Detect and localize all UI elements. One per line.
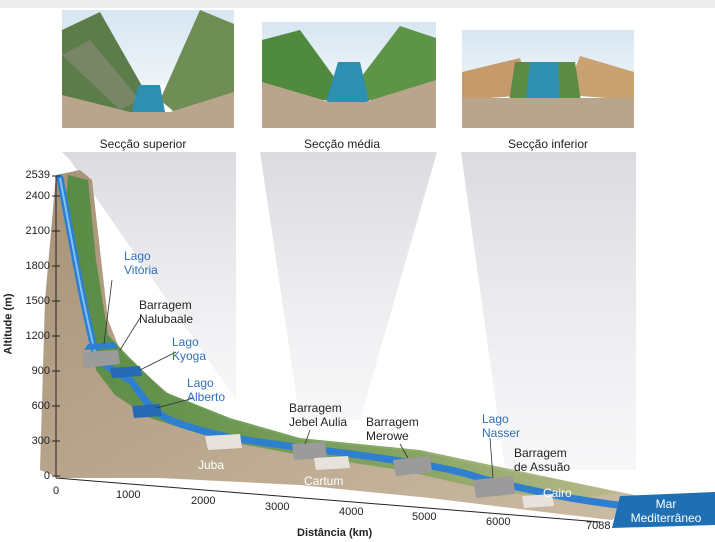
dam-merowe [393, 456, 432, 476]
y-tick-label: 600 [31, 400, 50, 412]
y-tick-label: 2100 [25, 225, 50, 237]
x-tick-label: 5000 [412, 511, 437, 523]
city-cartum: Cartum [304, 474, 344, 488]
beam-middle [260, 152, 437, 420]
section-upper-label: Secção superior [99, 137, 187, 151]
lake-kyoga-block [110, 366, 142, 378]
y-tick-label: 900 [31, 365, 50, 377]
x-tick-label: 4000 [339, 506, 364, 518]
terrain-body [40, 170, 640, 520]
x-axis-title: Distância (km) [297, 527, 373, 539]
sea [612, 492, 715, 528]
y-tick-label: 300 [31, 435, 50, 447]
dam-assuao [473, 476, 515, 498]
section-middle-label: Secção média [303, 137, 381, 151]
x-tick-label: 2000 [191, 495, 216, 507]
city-juba: Juba [198, 458, 225, 472]
cartum-block [314, 456, 350, 470]
x-tick-label: 3000 [265, 501, 290, 513]
y-tick-label: 1800 [25, 260, 50, 272]
section-lower-label: Secção inferior [507, 137, 589, 151]
lower-section-block [462, 30, 634, 128]
x-tick-label: 1000 [116, 489, 141, 501]
city-cairo: Cairo [543, 486, 572, 500]
beam-lower [461, 152, 636, 470]
y-tick-label: 1200 [25, 330, 50, 342]
upper-section-block [62, 10, 234, 128]
x-tick-label: 7088 [586, 520, 611, 532]
x-tick-label: 6000 [486, 516, 511, 528]
beam-upper [62, 152, 236, 400]
lake-alberto-block [132, 404, 162, 418]
dam-jebel-aulia [292, 442, 327, 460]
valley-vegetation [66, 175, 620, 500]
y-axis-title: Altitude (m) [2, 293, 15, 355]
dam-nalubaale [82, 342, 120, 368]
x-tick-label: 0 [53, 485, 60, 497]
juba-block [205, 434, 242, 450]
y-tick-label: 2400 [25, 190, 50, 202]
cairo-block [522, 494, 554, 508]
middle-section-block [262, 22, 436, 128]
y-tick-label: 2539 [25, 169, 50, 181]
y-tick-label: 0 [43, 470, 50, 482]
y-tick-label: 1500 [25, 295, 50, 307]
